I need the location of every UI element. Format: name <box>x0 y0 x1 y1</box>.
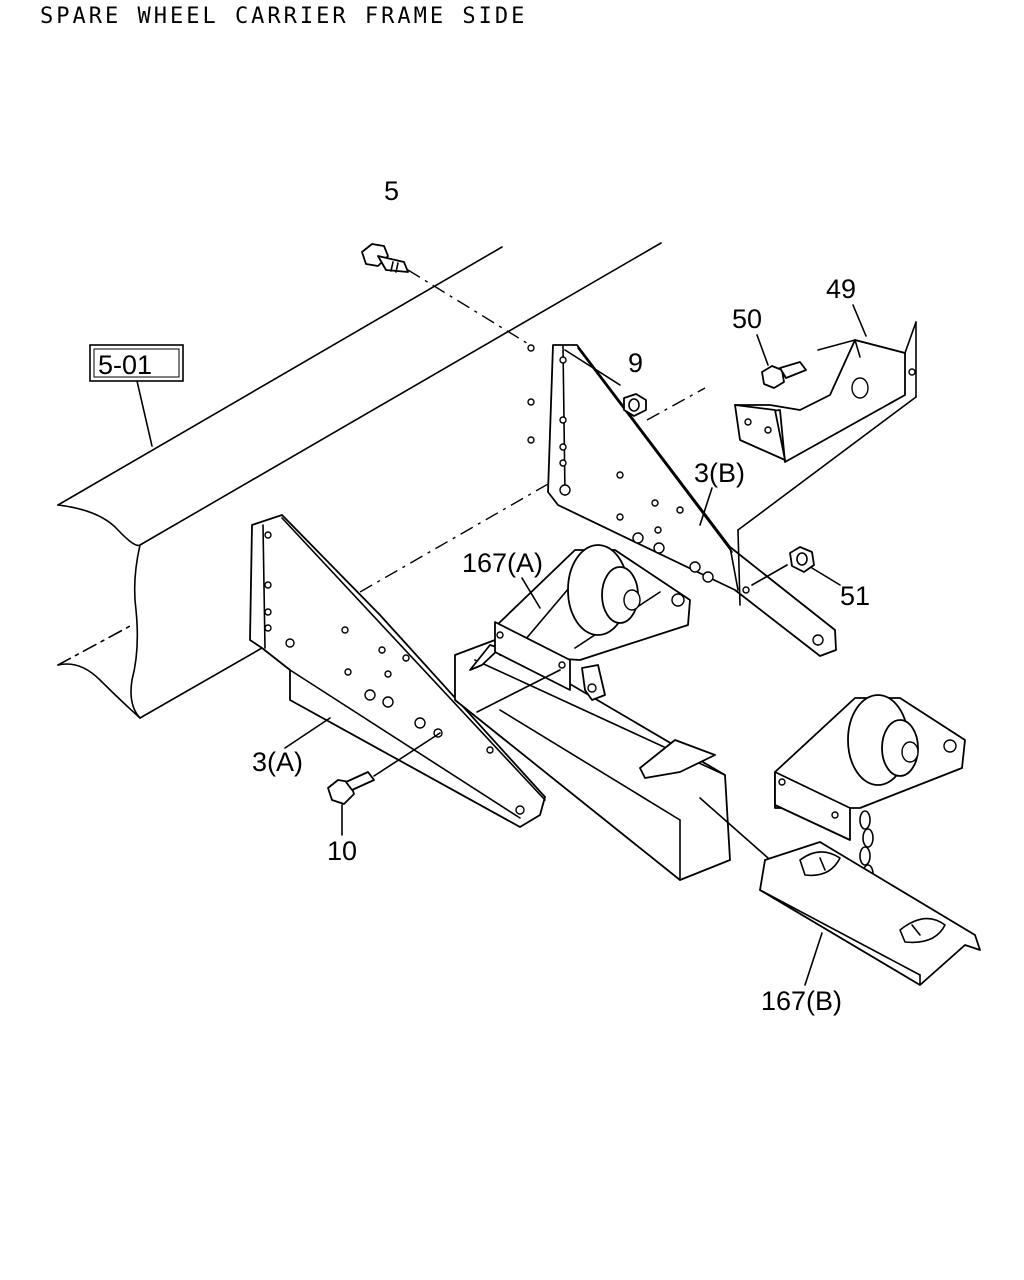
callout-3b: 3(B) <box>694 458 745 488</box>
callout-167a: 167(A) <box>462 548 543 578</box>
reference-box[interactable]: 5-01 <box>89 344 184 447</box>
callout-49: 49 <box>826 274 856 304</box>
callout-167b: 167(B) <box>761 986 842 1016</box>
frame-rail <box>57 242 662 719</box>
bracket-3a[interactable]: 3(A) <box>249 514 546 828</box>
nut-51[interactable]: 51 <box>751 546 870 611</box>
callout-51: 51 <box>840 581 870 611</box>
callout-50: 50 <box>732 304 762 334</box>
reference-box-label: 5-01 <box>98 350 152 380</box>
callout-10: 10 <box>327 836 357 866</box>
bolt-5[interactable]: 5 <box>361 176 531 346</box>
bolt-10[interactable]: 10 <box>327 732 441 866</box>
callout-9: 9 <box>628 348 643 378</box>
carrier-167b[interactable]: 167(B) <box>699 694 981 1016</box>
callout-5: 5 <box>384 176 399 206</box>
nut-9[interactable]: 9 <box>564 348 706 421</box>
bolt-50[interactable]: 50 <box>732 304 807 389</box>
diagram-title: SPARE WHEEL CARRIER FRAME SIDE <box>40 4 528 29</box>
bracket-49[interactable]: 49 <box>734 274 917 606</box>
callout-3a: 3(A) <box>252 747 303 777</box>
carrier-167a[interactable]: 167(A) <box>454 544 731 881</box>
